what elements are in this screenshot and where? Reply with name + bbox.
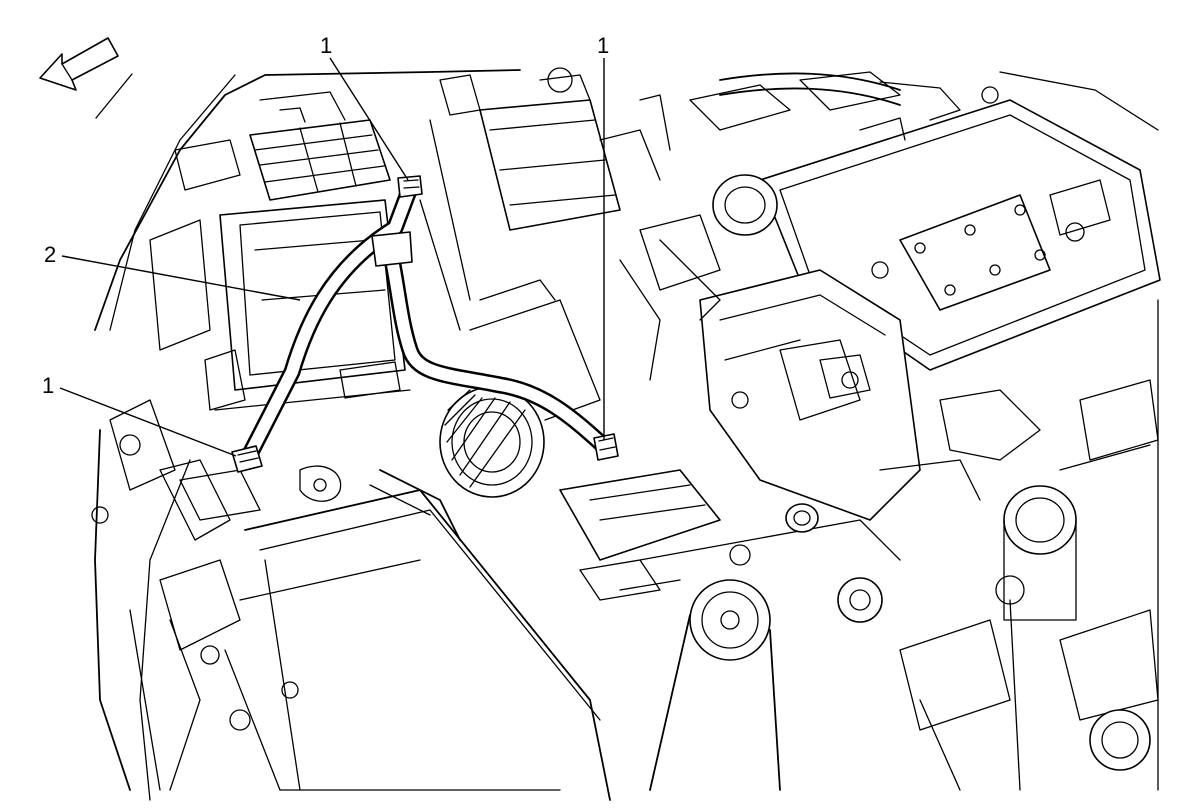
callout-label: 2 xyxy=(44,242,56,267)
hose-clamp-upper xyxy=(397,175,423,198)
hose-clamp-left xyxy=(231,445,263,473)
callout-label: 1 xyxy=(320,33,332,58)
callout-label: 1 xyxy=(597,33,609,58)
callout-2: 2 xyxy=(44,242,301,301)
callout-1-left: 1 xyxy=(42,373,237,457)
callout-1-top-left: 1 xyxy=(320,33,409,181)
front-direction-arrow-icon xyxy=(39,37,133,119)
callout-label: 1 xyxy=(42,373,54,398)
hose-clamp-right xyxy=(593,433,619,461)
callout-1-top-right: 1 xyxy=(597,33,609,440)
hose-assembly xyxy=(231,175,619,473)
